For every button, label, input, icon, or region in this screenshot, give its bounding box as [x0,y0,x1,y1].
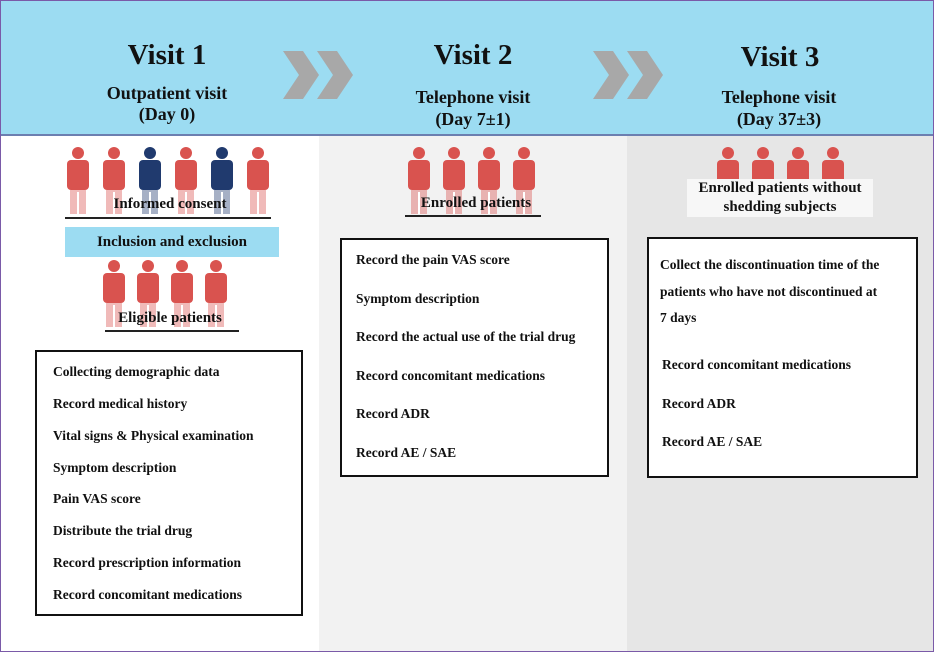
visit1-title: Visit 1 [127,39,207,71]
visit2-task-box: Record the pain VAS score Symptom descri… [340,238,609,477]
person-icon [205,260,227,327]
double-chevron-icon [593,51,663,99]
task-item: Record AE / SAE [356,445,457,460]
task-item: Record concomitant medications [662,357,851,372]
eligible-patients-label: Eligible patients [118,310,222,326]
task-item: Record medical history [53,396,188,411]
task-item: Record ADR [356,406,430,421]
task-item: Vital signs & Physical examination [53,428,254,443]
enrolled-patients-label: Enrolled patients [420,195,532,211]
task-intro-line: Collect the discontinuation time of the [660,257,880,272]
enrolled-without-shedding-line2: shedding subjects [723,199,837,215]
visit3-day: (Day 37±3) [736,109,822,129]
task-item: Pain VAS score [53,491,141,506]
person-icon [443,147,465,214]
header-band [1,1,933,136]
visit2-day: (Day 7±1) [435,109,511,129]
task-item: Symptom description [356,291,480,306]
inclusion-label: Inclusion and exclusion [96,234,248,250]
task-item: Record concomitant medications [53,587,242,602]
person-icon [175,147,197,214]
person-icon [478,147,500,214]
task-item: Collecting demographic data [53,364,220,379]
visit2-subtitle: Telephone visit [415,87,531,107]
underline [65,217,271,219]
underline [105,330,239,332]
task-intro-line: patients who have not discontinued at [660,284,878,299]
visit1-subtitle: Outpatient visit [106,83,228,103]
person-icon [408,147,430,214]
visit2-title: Visit 2 [433,39,513,71]
visit3-subtitle: Telephone visit [721,87,837,107]
person-icon [247,147,269,214]
visit1-day: (Day 0) [138,104,196,124]
patients-group-top [67,147,269,214]
task-intro-line: 7 days [660,310,697,325]
task-item: Distribute the trial drug [53,523,193,538]
visit3-title: Visit 3 [740,41,820,73]
task-item: Record concomitant medications [356,368,545,383]
person-icon [67,147,89,214]
inclusion-bar: Inclusion and exclusion [65,227,279,257]
person-icon [103,260,125,327]
task-item: Record the actual use of the trial drug [356,329,576,344]
patients-group-enrolled [408,147,535,214]
informed-consent-label: Informed consent [113,196,227,212]
underline [405,215,541,217]
person-icon [171,260,193,327]
person-icon [211,147,233,214]
visit3-task-box: Collect the discontinuation time of the … [647,237,918,478]
task-item: Record AE / SAE [662,434,763,449]
task-item: Record the pain VAS score [356,252,510,267]
task-item: Symptom description [53,460,177,475]
visit1-task-box: Collecting demographic data Record medic… [35,350,303,616]
person-icon [139,147,161,214]
enrolled-without-shedding-label-bg: Enrolled patients without shedding subje… [687,179,873,217]
person-icon [137,260,159,327]
task-item: Record prescription information [53,555,241,570]
person-icon [513,147,535,214]
person-icon [103,147,125,214]
patients-group-eligible [103,260,227,327]
double-chevron-icon [283,51,353,99]
enrolled-without-shedding-line1: Enrolled patients without [698,180,862,196]
task-item: Record ADR [662,396,736,411]
